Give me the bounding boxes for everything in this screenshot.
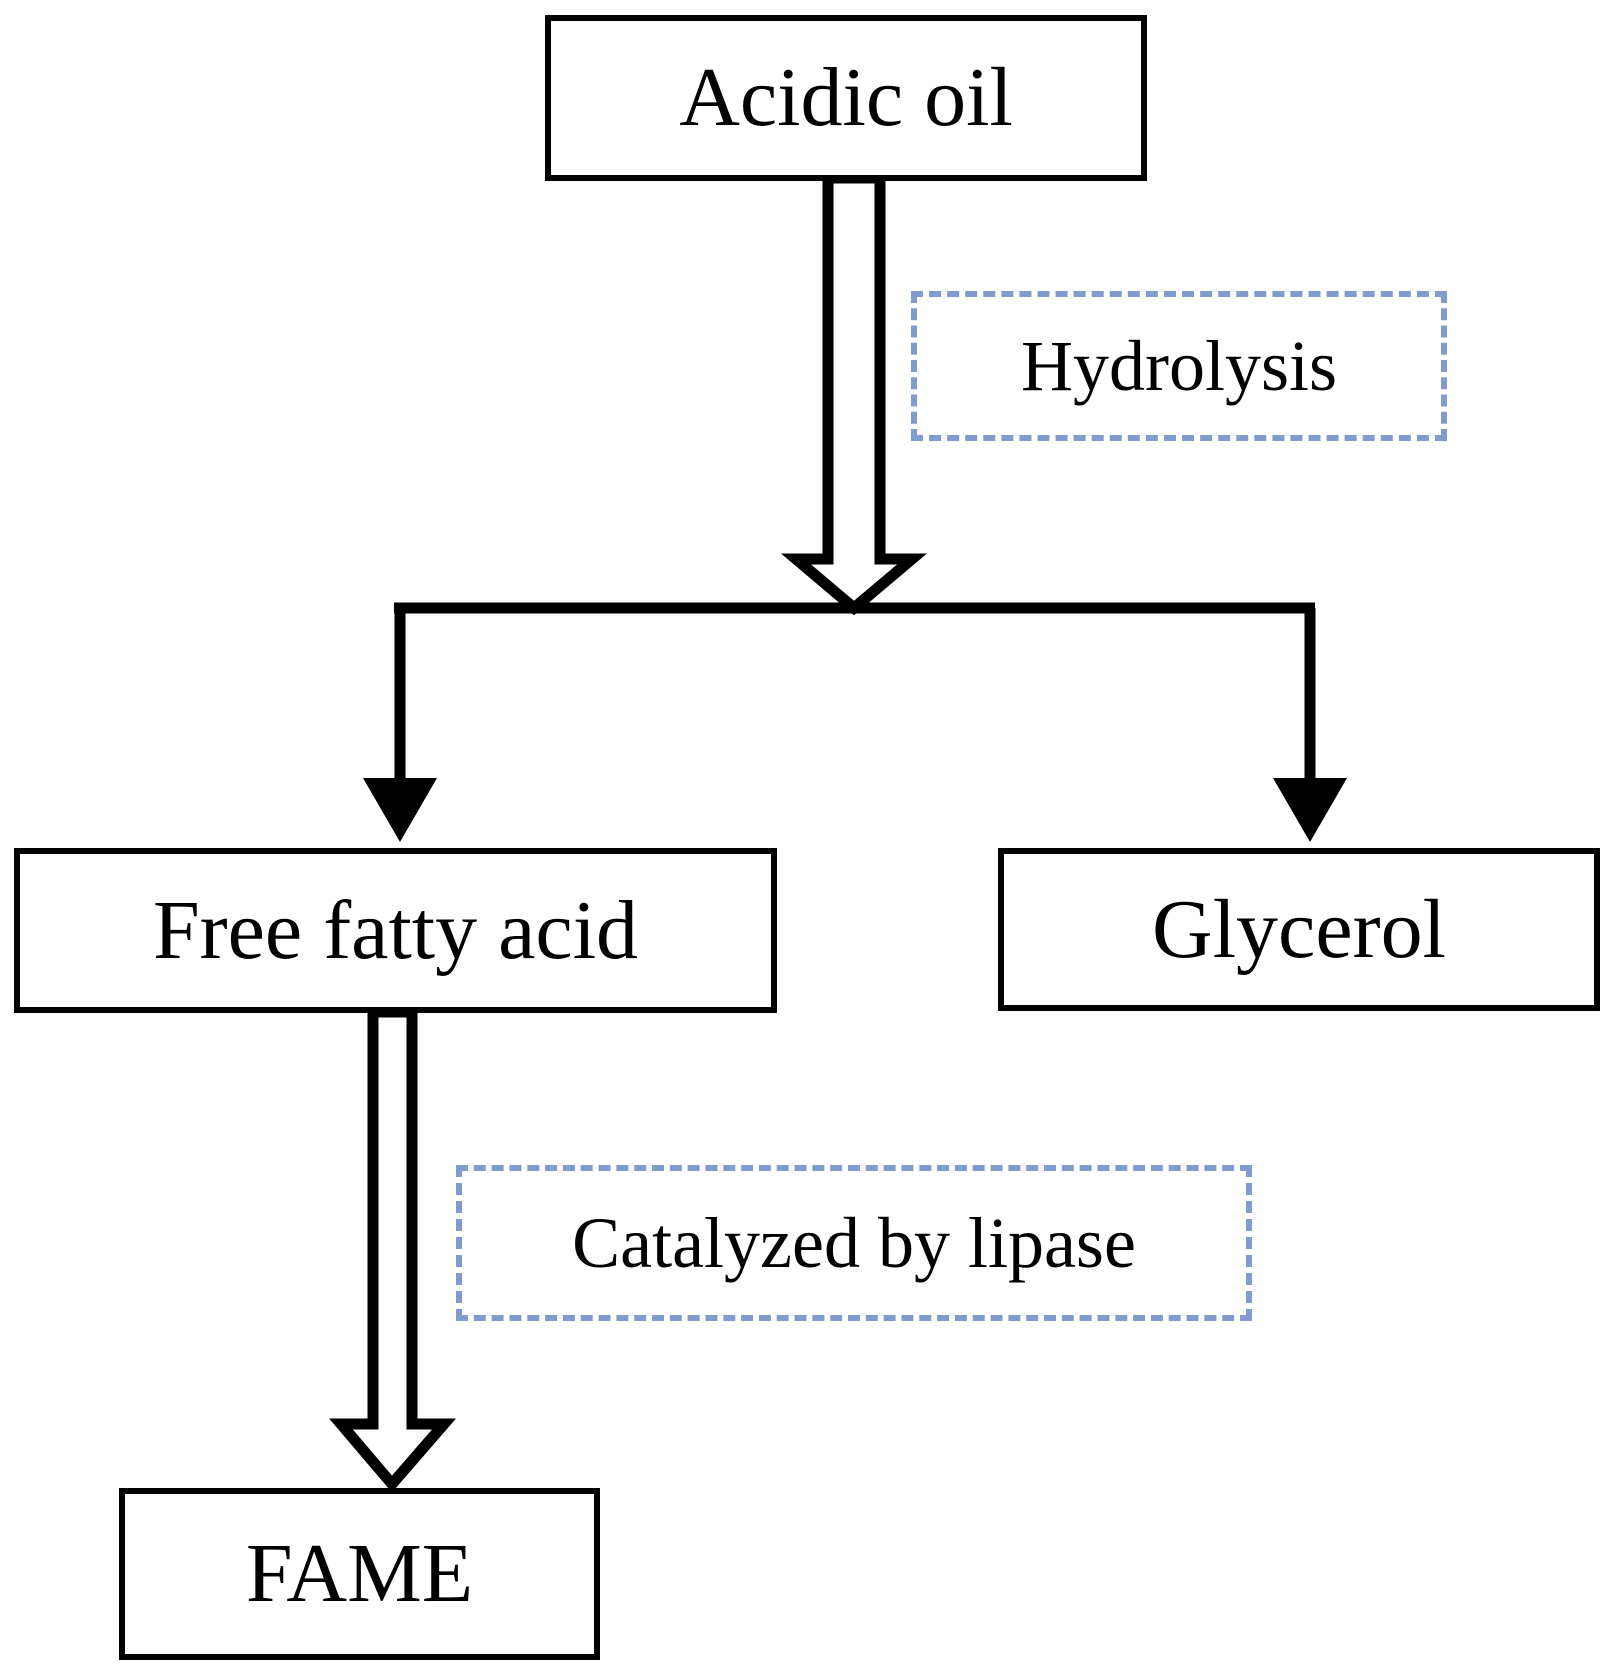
note-catalyzed-by-lipase[interactable]: Catalyzed by lipase bbox=[456, 1165, 1252, 1321]
node-fame-label: FAME bbox=[245, 1527, 474, 1620]
node-acidic-oil[interactable]: Acidic oil bbox=[545, 15, 1147, 181]
node-free-fatty-acid[interactable]: Free fatty acid bbox=[14, 848, 777, 1013]
branch-left-arrowhead-icon bbox=[363, 778, 437, 842]
node-glycerol[interactable]: Glycerol bbox=[998, 848, 1600, 1011]
node-glycerol-label: Glycerol bbox=[1152, 882, 1446, 976]
node-acidic-oil-label: Acidic oil bbox=[679, 51, 1013, 144]
note-hydrolysis[interactable]: Hydrolysis bbox=[911, 291, 1447, 441]
block-arrow-acidic-oil-to-split bbox=[780, 172, 928, 616]
node-fame[interactable]: FAME bbox=[119, 1488, 600, 1660]
node-free-fatty-acid-label: Free fatty acid bbox=[152, 883, 639, 977]
note-catalyzed-by-lipase-label: Catalyzed by lipase bbox=[572, 1203, 1136, 1283]
branch-right-arrowhead-icon bbox=[1273, 778, 1347, 842]
block-arrow-free-fatty-acid-to-fame bbox=[329, 1006, 457, 1493]
note-hydrolysis-label: Hydrolysis bbox=[1020, 326, 1338, 406]
